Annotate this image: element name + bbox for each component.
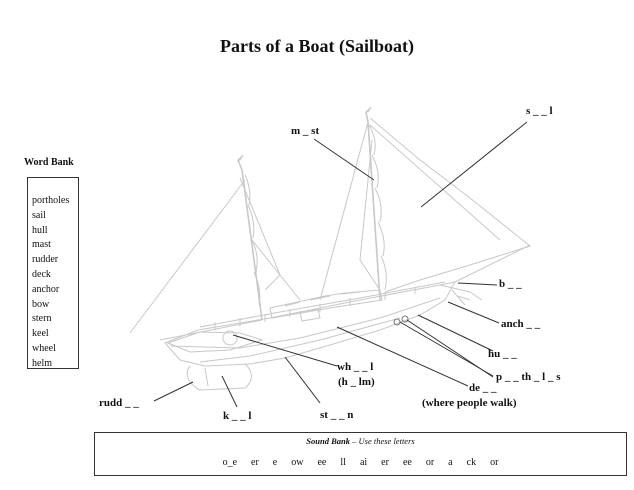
deck-note: (where people walk) (422, 397, 517, 409)
word-bank-item: wheel (32, 342, 56, 354)
sail-pointer (420, 121, 528, 208)
portholes-label: p _ _ th _ l _ s (496, 371, 561, 383)
wheel-pointer (232, 334, 338, 367)
sound-bank-letter: ow (291, 457, 304, 468)
sound-bank: Sound Bank – Use these letters o_e er e ow e… (94, 432, 627, 476)
main-sail (369, 117, 532, 293)
word-bank-item: bow (32, 298, 50, 310)
sound-bank-letter: e (272, 457, 278, 468)
mast-label: m _ st (291, 125, 320, 137)
word-bank-item: rudder (32, 254, 59, 266)
stern-label: st _ _ n (320, 409, 354, 421)
hull-label: hu _ _ (488, 348, 517, 360)
helm-label: (h _ lm) (338, 376, 375, 388)
bow-label: b _ _ (499, 278, 522, 290)
hull-outline (164, 281, 456, 367)
rudder-pointer (153, 381, 194, 402)
deck-house (269, 289, 383, 319)
sound-bank-letters: o_e er e ow ee ll ai er ee or a ck or (95, 457, 626, 468)
sound-bank-letter: ee (317, 457, 327, 468)
sound-bank-letter: o_e (222, 457, 238, 468)
sound-bank-letter: ai (359, 457, 368, 468)
anchor-shape (451, 289, 471, 306)
sound-bank-letter: or (490, 457, 499, 468)
sound-bank-letter: ck (466, 457, 477, 468)
deck-pointer (336, 326, 469, 387)
anchor-label: anch _ _ (501, 318, 541, 330)
keel-label: k _ _ l (223, 410, 252, 422)
porthole-pointer-2 (406, 319, 494, 378)
page-title: Parts of a Boat (Sailboat) (220, 36, 414, 56)
word-bank: portholes sail hull mast rudder deck anchor bow… (27, 177, 79, 369)
mast-pointer (313, 138, 375, 181)
sound-bank-letter: or (425, 457, 435, 468)
word-bank-item: keel (32, 328, 49, 340)
anchor-pointer (447, 301, 500, 324)
bow-pointer (457, 282, 498, 286)
aft-mast (237, 159, 263, 321)
word-bank-item: mast (32, 239, 51, 251)
sound-bank-letter: ll (340, 457, 346, 468)
word-bank-item: portholes (32, 195, 70, 206)
keel-shape (186, 363, 252, 391)
word-bank-item: deck (32, 268, 51, 280)
sail-label: s _ _ l (526, 105, 553, 117)
word-bank-item: helm (32, 357, 52, 369)
sound-bank-letter: a (448, 457, 453, 468)
sound-bank-letter: er (251, 457, 259, 468)
rudder-label: rudd _ _ (99, 397, 139, 409)
sound-bank-title: Sound Bank – Use these letters (306, 436, 415, 446)
hull-pointer (417, 314, 494, 352)
stern-pointer (284, 356, 321, 404)
word-bank-item: anchor (32, 283, 60, 295)
wheel-label: wh _ _ l (337, 361, 374, 373)
keel-pointer (221, 375, 238, 408)
word-bank-item: stern (32, 313, 52, 325)
word-bank-item: hull (32, 224, 48, 236)
word-bank-item: sail (32, 209, 46, 221)
sound-bank-letter: er (381, 457, 389, 468)
word-bank-title: Word Bank (24, 157, 74, 168)
sound-bank-letter: ee (402, 457, 412, 468)
deck-label: de _ _ (469, 382, 497, 394)
